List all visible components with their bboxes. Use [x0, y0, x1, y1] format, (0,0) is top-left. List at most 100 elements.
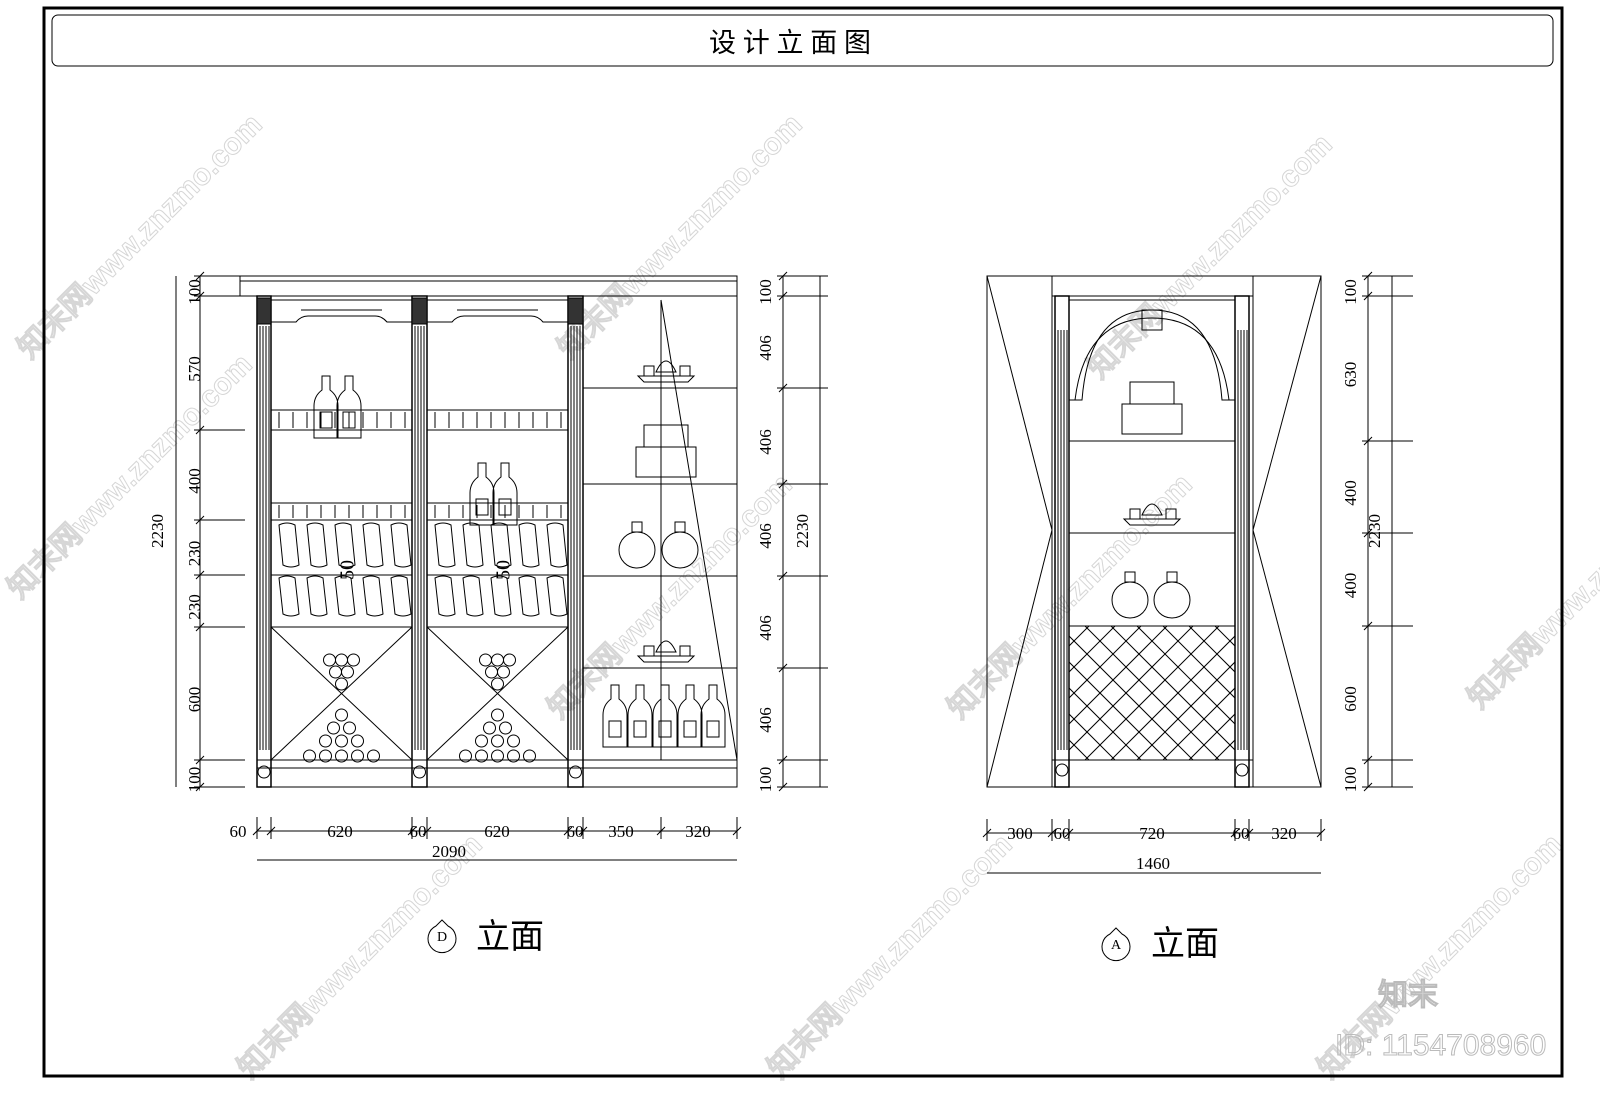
lattice — [1069, 626, 1235, 760]
tea-set — [1122, 503, 1182, 526]
cornice — [239, 275, 738, 297]
wine-bottle-end — [491, 653, 504, 667]
dimension-label: 406 — [756, 707, 775, 733]
wine-bottle-rack — [490, 522, 512, 568]
total-dimension-label: 2230 — [1365, 514, 1384, 548]
drawing-frame — [42, 6, 1564, 1078]
dimension-tick — [407, 826, 417, 836]
cup — [1129, 508, 1141, 520]
drawing-title: 设 计 立 面 图 — [709, 28, 871, 58]
watermark-text: 知末网www.znzmo.com — [1082, 128, 1339, 385]
dimension-label: 60 — [567, 822, 584, 841]
bottle — [492, 462, 518, 526]
wine-bottle-end — [335, 677, 348, 691]
dimension-tick — [578, 826, 588, 836]
column-base-ornament — [413, 765, 426, 779]
dimension-label: 720 — [1139, 824, 1165, 843]
title-box — [51, 14, 1554, 67]
dimension-label: 100 — [185, 279, 204, 305]
wine-bottle-end — [475, 749, 488, 763]
cup — [643, 365, 655, 377]
dimension-tick — [1363, 271, 1373, 281]
dimension-label: 620 — [327, 822, 353, 841]
total-dimension-label: 2230 — [793, 514, 812, 548]
wine-bottle-end — [319, 734, 332, 748]
dimension-tick — [195, 570, 205, 580]
wine-bottle-end — [335, 653, 348, 667]
wine-jar — [1111, 581, 1149, 619]
wine-bottle-end — [483, 721, 496, 735]
wine-bottle-rack — [306, 575, 328, 617]
dimension-tick — [778, 291, 788, 301]
dimension-tick — [195, 515, 205, 525]
dimension-label: 230 — [185, 541, 204, 567]
dimension-label: 300 — [1007, 824, 1033, 843]
wine-bottle-end — [459, 749, 472, 763]
dimension-label: 100 — [185, 767, 204, 793]
jar-lid — [631, 521, 643, 533]
wine-bottle-end — [507, 734, 520, 748]
dimension-label: 100 — [756, 767, 775, 793]
lattice-line — [1069, 626, 1194, 751]
lattice-line — [1188, 626, 1235, 673]
keystone-ornament — [1141, 309, 1163, 331]
lattice-line — [1069, 626, 1142, 699]
dimension-label: 400 — [1341, 480, 1360, 506]
wine-bottle-rack — [490, 575, 512, 617]
bottle — [677, 684, 703, 748]
dimension-label: 100 — [756, 279, 775, 305]
dimension-tick — [1363, 528, 1373, 538]
bottle — [652, 684, 678, 748]
side-panel-diagonal — [986, 275, 1053, 531]
dimension-label: 400 — [185, 468, 204, 494]
dimension-tick — [195, 755, 205, 765]
wine-bottle-end — [319, 749, 332, 763]
wine-bottle-end — [507, 749, 520, 763]
dimension-tick — [1064, 828, 1074, 838]
gift-box — [635, 446, 697, 478]
total-dimension-label: 2090 — [432, 842, 466, 861]
gift-box — [1121, 403, 1183, 435]
wine-bottle-rack — [546, 522, 568, 568]
wine-bottle-end — [485, 665, 498, 679]
wine-bottle-end — [351, 749, 364, 763]
wine-bottle-rack — [278, 522, 300, 568]
bottle — [627, 684, 653, 748]
dimension-label: 60 — [410, 822, 427, 841]
dimension-label: 320 — [685, 822, 711, 841]
bottle-label — [342, 411, 356, 429]
wine-bottle-rack — [278, 575, 300, 617]
lattice-line — [1069, 713, 1116, 760]
wine-bottle-end — [499, 721, 512, 735]
dimension-label: 406 — [756, 615, 775, 641]
dimension-label: 406 — [756, 335, 775, 361]
balustrade-lower — [270, 502, 413, 521]
lattice-line — [1110, 626, 1235, 751]
dimension-tick — [1316, 828, 1326, 838]
dimension-label: 60 — [230, 822, 247, 841]
dimension-label: 630 — [1341, 362, 1360, 388]
wine-bottle-end — [523, 749, 536, 763]
lattice-line — [1069, 626, 1168, 725]
wine-bottle-end — [351, 734, 364, 748]
dimension-label: 400 — [1341, 573, 1360, 599]
wine-bottle-end — [503, 653, 516, 667]
wine-bottle-rack — [334, 575, 356, 617]
column — [411, 295, 428, 788]
dimension-label: 320 — [1271, 824, 1297, 843]
wine-bottle-rack — [434, 522, 456, 568]
wine-bottle-rack — [362, 522, 384, 568]
valance — [270, 299, 413, 323]
bottle — [313, 375, 339, 439]
dimension-tick — [1244, 828, 1254, 838]
column-capital — [567, 297, 584, 325]
dimension-label: 600 — [1341, 686, 1360, 712]
x-rack-diagonal — [270, 626, 413, 761]
watermark-text: 知末网www.znzmo.com — [552, 108, 809, 365]
brand-logo: 知末 ID: 1154708960 — [1335, 979, 1547, 1063]
elevation-marker-letter: D — [437, 930, 447, 945]
dimension-tick — [195, 271, 205, 281]
